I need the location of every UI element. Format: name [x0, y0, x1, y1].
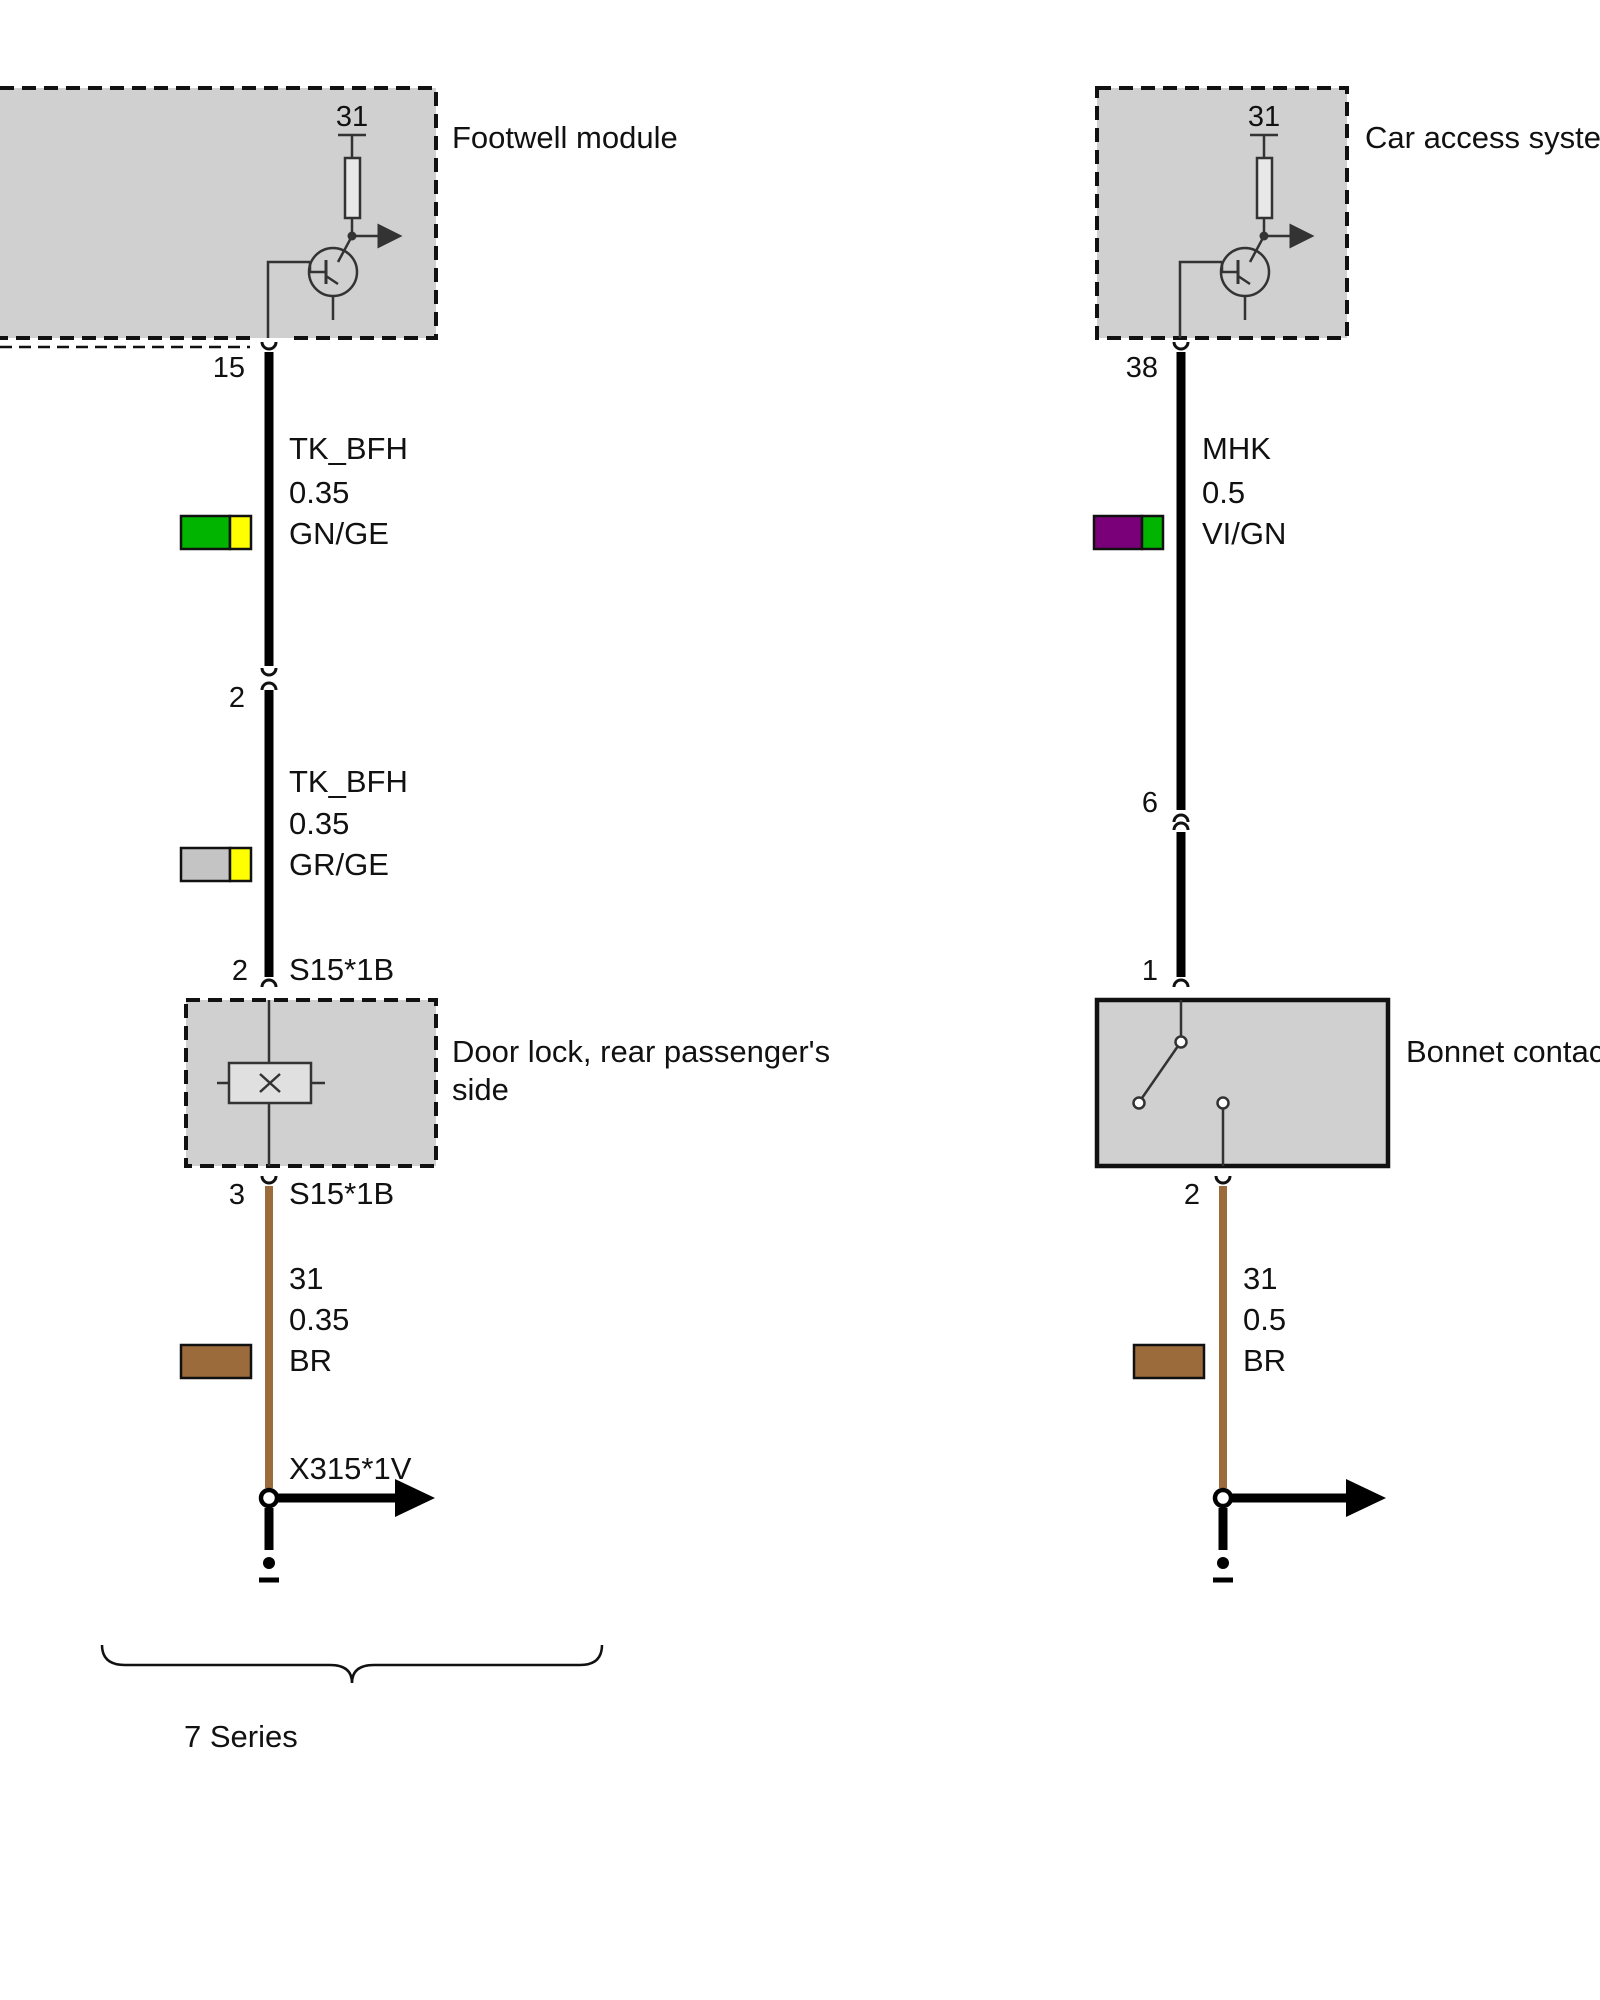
series-label: 7 Series [184, 1719, 298, 1754]
door-lock-label-line2: side [452, 1072, 509, 1107]
bonnet-wire-signal: 31 [1243, 1261, 1277, 1296]
door-lock-output-connector: S15*1B [289, 1176, 394, 1211]
lock-actuator-icon [217, 1000, 325, 1166]
mhk-wire-cross-section: 0.5 [1202, 475, 1245, 510]
mhk-wire-signal: MHK [1202, 431, 1271, 466]
left-circuit: 31 Footwell module 15 TK_BFH 0.35 GN/GE … [0, 86, 830, 1754]
cas-ground-ref: 31 [1248, 101, 1280, 133]
wire3-color-swatch [179, 1343, 253, 1380]
bonnet-wire-color-swatch [1132, 1343, 1206, 1380]
ground-arrow-icon [1212, 1479, 1386, 1583]
mhk-wire-color-code: VI/GN [1202, 516, 1286, 551]
connector-pin-6: 6 [1142, 787, 1158, 819]
door-lock-pin-2: 2 [232, 955, 248, 987]
bonnet-contact: Bonnet contac [1094, 997, 1600, 1169]
ground-arrow-icon [258, 1479, 435, 1583]
wire2-cross-section: 0.35 [289, 806, 349, 841]
door-lock-label-line1: Door lock, rear passenger's [452, 1034, 830, 1069]
ground-connector-label: X315*1V [289, 1451, 412, 1486]
wire3-color-code: BR [289, 1343, 332, 1378]
wire2-signal: TK_BFH [289, 764, 408, 799]
door-lock-pin-3: 3 [229, 1179, 245, 1211]
wire2-color-swatch [179, 846, 253, 883]
footwell-ground-ref: 31 [336, 101, 368, 133]
transistor-output-icon [1178, 133, 1315, 338]
wire1-cross-section: 0.35 [289, 475, 349, 510]
mhk-wire-color-swatch [1092, 514, 1165, 551]
door-lock: Door lock, rear passenger's side [184, 998, 830, 1168]
cas-pin-38: 38 [1126, 352, 1158, 384]
bonnet-contact-pin-2: 2 [1184, 1179, 1200, 1211]
switch-icon [1132, 1000, 1230, 1166]
bonnet-wire-color-code: BR [1243, 1343, 1286, 1378]
wire3-signal: 31 [289, 1261, 323, 1296]
wire1-signal: TK_BFH [289, 431, 408, 466]
car-access-system-module: 31 Car access syste [1095, 86, 1600, 340]
bonnet-contact-pin-1: 1 [1142, 955, 1158, 987]
wire2-color-code: GR/GE [289, 847, 389, 882]
cas-module-label: Car access syste [1365, 120, 1600, 155]
right-circuit: 31 Car access syste 38 MHK 0.5 VI/GN 6 1 [1092, 86, 1600, 1583]
wire3-cross-section: 0.35 [289, 1302, 349, 1337]
connector-pin-2: 2 [229, 682, 245, 714]
footwell-module: 31 Footwell module [0, 86, 678, 349]
door-lock-input-connector: S15*1B [289, 952, 394, 987]
transistor-output-icon [266, 133, 403, 338]
footwell-pin-15: 15 [213, 352, 245, 384]
footwell-module-label: Footwell module [452, 120, 678, 155]
wire1-color-code: GN/GE [289, 516, 389, 551]
series-bracket [100, 1644, 604, 1684]
bonnet-contact-label: Bonnet contac [1406, 1034, 1600, 1069]
wire1-color-swatch [179, 514, 253, 551]
bonnet-wire-cross-section: 0.5 [1243, 1302, 1286, 1337]
